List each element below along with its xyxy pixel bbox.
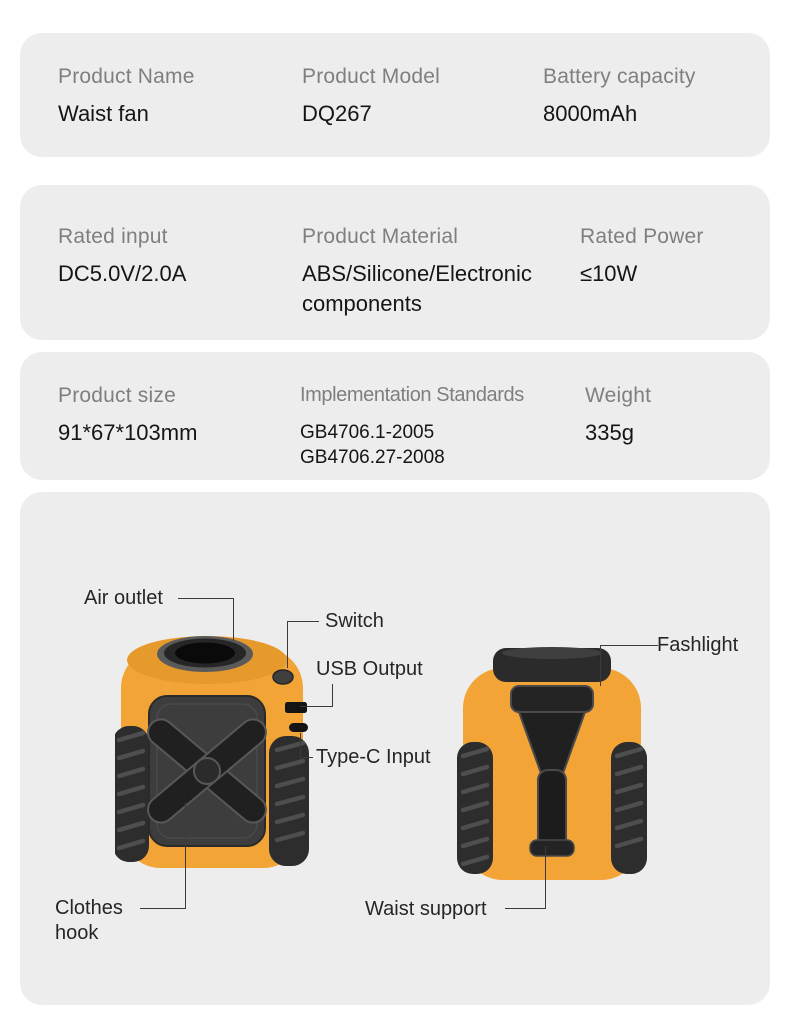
switch-part xyxy=(272,669,294,685)
field-product-size: Product size 91*67*103mm xyxy=(58,384,197,448)
field-product-model: Product Model DQ267 xyxy=(302,65,440,129)
field-label: Rated Power xyxy=(580,225,704,248)
callout-line-usb-output xyxy=(300,684,333,707)
callout-line-switch xyxy=(287,621,319,668)
field-label: Implementation Standards xyxy=(300,384,524,406)
field-label: Weight xyxy=(585,384,652,407)
callout-label-type-c-input: Type-C Input xyxy=(316,746,431,768)
field-value: ≤10W xyxy=(580,261,638,286)
field-value: 91*67*103mm xyxy=(58,420,198,445)
waist-support-clip-part xyxy=(510,685,594,857)
field-value: 335g xyxy=(585,420,634,445)
callout-label-air-outlet: Air outlet xyxy=(84,587,163,609)
type-c-port-part xyxy=(289,723,308,732)
field-label: Rated input xyxy=(58,225,168,248)
callout-label-flashlight: Fashlight xyxy=(657,634,739,656)
callout-line-waist-support xyxy=(505,846,546,909)
field-label: Product Name xyxy=(58,65,195,88)
field-battery-capacity: Battery capacity 8000mAh xyxy=(543,65,696,129)
callout-line-clothes-hook xyxy=(140,802,186,909)
field-weight: Weight 335g xyxy=(585,384,651,448)
field-rated-power: Rated Power ≤10W xyxy=(580,225,704,289)
usb-port-part xyxy=(285,702,307,713)
waist-fan-back-illustration xyxy=(455,642,650,887)
callout-line-flashlight xyxy=(600,645,658,686)
right-rib-texture xyxy=(274,740,306,843)
field-value: 8000mAh xyxy=(543,101,638,126)
field-value: Waist fan xyxy=(58,101,149,126)
air-outlet-hole xyxy=(175,642,235,664)
spec-card-basic-info: Product Name Waist fan Product Model DQ2… xyxy=(20,33,770,157)
field-value: DC5.0V/2.0A xyxy=(58,261,187,286)
field-value-line2: GB4706.27-2008 xyxy=(300,447,445,469)
spec-card-physical-info: Product size 91*67*103mm Implementation … xyxy=(20,352,770,480)
product-diagram-card: Air outlet Switch USB Output Type-C Inpu… xyxy=(20,492,770,1005)
field-implementation-standards: Implementation Standards GB4706.1-2005 G… xyxy=(300,384,572,471)
field-product-name: Product Name Waist fan xyxy=(58,65,195,129)
callout-line-air-outlet xyxy=(178,598,234,641)
clothes-hook-part xyxy=(147,718,267,824)
waist-fan-front-illustration xyxy=(115,630,310,875)
callout-label-waist-support: Waist support xyxy=(365,898,487,920)
callout-label-usb-output: USB Output xyxy=(316,658,423,680)
field-value: ABS/Silicone/Electronic components xyxy=(302,261,532,316)
front-panel-inner-edge xyxy=(156,703,258,839)
left-rib-texture xyxy=(460,746,490,867)
left-rib-texture xyxy=(116,730,146,851)
field-label: Product Model xyxy=(302,65,441,88)
field-value: DQ267 xyxy=(302,101,372,126)
flashlight-lens-part xyxy=(502,647,602,659)
field-label: Product size xyxy=(58,384,176,407)
callout-label-switch: Switch xyxy=(325,610,384,632)
callout-label-clothes-hook: Clothes hook xyxy=(55,897,123,944)
right-rib-texture xyxy=(614,746,644,849)
callout-line-type-c-input xyxy=(300,733,313,758)
field-product-material: Product Material ABS/Silicone/Electronic… xyxy=(302,225,560,318)
field-label: Product Material xyxy=(302,225,459,248)
field-rated-input: Rated input DC5.0V/2.0A xyxy=(58,225,186,289)
field-value-line1: GB4706.1-2005 xyxy=(300,422,435,443)
field-label: Battery capacity xyxy=(543,65,696,88)
spec-card-electrical-info: Rated input DC5.0V/2.0A Product Material… xyxy=(20,185,770,340)
